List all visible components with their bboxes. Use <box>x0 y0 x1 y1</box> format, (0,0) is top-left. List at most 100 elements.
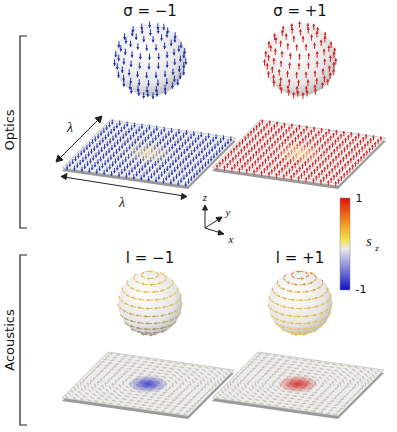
vector-arrow <box>289 127 290 132</box>
vector-arrow <box>244 136 247 138</box>
vector-arrow <box>175 397 179 398</box>
vector-arrow <box>138 391 142 393</box>
vector-arrow <box>187 367 191 369</box>
vector-arrow <box>83 395 85 397</box>
vector-arrow <box>340 176 343 178</box>
vector-arrow <box>274 398 276 400</box>
vector-arrow <box>350 142 351 147</box>
vector-arrow <box>246 391 250 394</box>
vector-arrow <box>88 171 91 173</box>
vector-arrow <box>128 154 129 159</box>
vector-arrow <box>333 159 334 164</box>
vector-arrow <box>137 400 139 402</box>
vector-arrow <box>330 161 331 166</box>
vector-arrow <box>165 153 168 155</box>
vector-arrow <box>169 386 172 389</box>
vector-arrow <box>230 136 231 141</box>
vector-arrow <box>179 171 180 176</box>
vector-arrow <box>269 137 272 139</box>
vector-arrow <box>104 367 106 369</box>
vector-arrow <box>148 169 151 171</box>
vector-arrow <box>140 178 143 180</box>
vector-arrow <box>125 355 127 357</box>
vector-arrow <box>98 153 101 155</box>
vector-arrow <box>268 130 269 135</box>
vector-arrow <box>91 168 94 170</box>
vector-arrow <box>155 390 157 392</box>
vector-arrow <box>237 161 238 166</box>
vector-arrow <box>184 378 187 381</box>
vector-arrow <box>137 360 139 362</box>
vector-arrow <box>301 148 302 153</box>
vector-arrow <box>290 149 293 151</box>
vector-arrow <box>123 389 127 391</box>
vector-arrow <box>78 153 79 158</box>
vector-arrow <box>130 399 132 401</box>
vector-arrow <box>336 163 339 165</box>
vector-arrow <box>171 377 173 379</box>
vector-arrow <box>100 378 102 382</box>
vector-arrow <box>153 173 156 175</box>
vector-arrow <box>163 178 164 183</box>
vector-arrow <box>112 400 114 402</box>
vector-arrow <box>237 375 239 377</box>
vector-arrow <box>201 132 202 137</box>
vector-arrow <box>175 177 178 179</box>
vector-arrow <box>251 131 252 136</box>
vector-arrow <box>241 165 244 167</box>
vector-arrow <box>158 175 159 180</box>
vector-arrow <box>134 369 138 370</box>
vector-arrow <box>157 168 158 173</box>
vector-arrow <box>142 166 143 171</box>
vector-arrow <box>169 173 170 178</box>
vector-arrow <box>112 400 116 401</box>
vector-arrow <box>256 389 260 392</box>
vector-arrow <box>225 372 228 375</box>
vector-arrow <box>234 164 235 169</box>
vector-arrow <box>298 176 299 181</box>
vector-arrow <box>184 363 186 365</box>
vector-arrow <box>183 373 185 375</box>
vector-arrow <box>250 370 252 372</box>
sample-plane <box>62 352 234 419</box>
vector-arrow <box>122 364 126 366</box>
vector-arrow <box>341 134 342 139</box>
vector-arrow <box>163 136 164 141</box>
vector-arrow <box>268 395 272 396</box>
vector-arrow <box>149 374 151 376</box>
vector-arrow <box>189 162 192 164</box>
vector-arrow <box>266 388 270 391</box>
vector-arrow <box>334 182 337 184</box>
vector-arrow <box>332 133 335 135</box>
vector-arrow <box>241 387 243 391</box>
vector-arrow <box>203 394 205 396</box>
vector-arrow <box>212 376 215 380</box>
vector-arrow <box>180 367 184 368</box>
vector-arrow <box>106 389 110 392</box>
vector-arrow <box>117 378 120 381</box>
vector-arrow <box>129 375 133 376</box>
vector-arrow <box>319 137 322 139</box>
vector-arrow <box>144 172 145 177</box>
vector-arrow <box>329 161 332 163</box>
vector-arrow <box>103 128 104 133</box>
vector-arrow <box>250 380 252 382</box>
vector-arrow <box>331 178 332 183</box>
vector-arrow <box>139 143 140 148</box>
vector-arrow <box>328 145 331 147</box>
vector-arrow <box>143 385 145 387</box>
vector-arrow <box>246 143 249 145</box>
vector-arrow <box>189 169 190 174</box>
vector-arrow <box>120 172 123 174</box>
vector-arrow <box>179 375 183 377</box>
vector-arrow <box>303 129 304 134</box>
vector-arrow <box>161 172 162 177</box>
vector-arrow <box>144 377 149 378</box>
vector-arrow <box>183 413 185 415</box>
vector-arrow <box>165 398 167 400</box>
vector-arrow <box>258 148 261 150</box>
vector-arrow <box>256 167 259 169</box>
vector-arrow <box>163 392 167 393</box>
vector-arrow <box>122 381 124 383</box>
vector-arrow <box>186 370 188 372</box>
